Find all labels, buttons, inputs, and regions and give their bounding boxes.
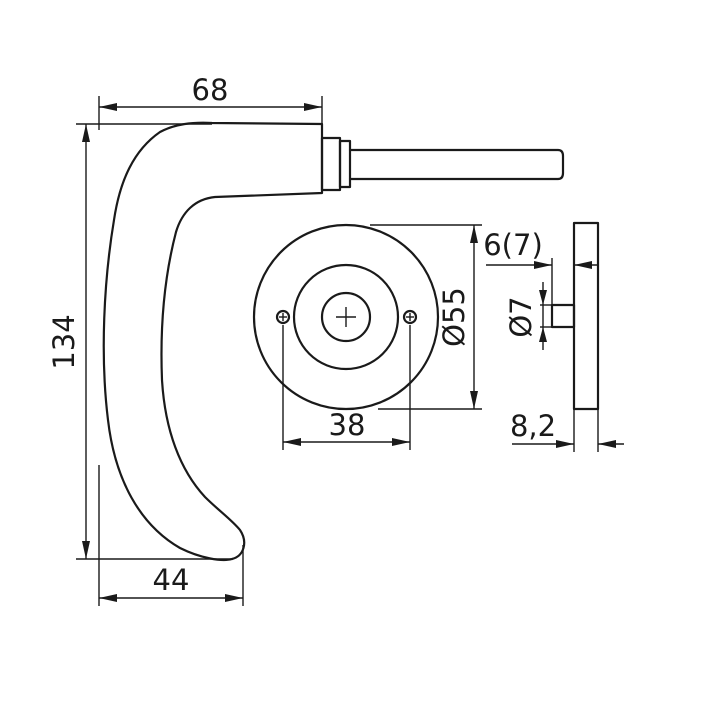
dimension-38: 38 [282,325,411,450]
arrowhead [470,391,478,409]
arrowhead [225,594,243,602]
arrowhead [574,261,592,269]
dim-label-38: 38 [329,408,366,442]
dim-label-diameter-7: Ø7 [504,296,538,337]
dim-label-8-2: 8,2 [510,409,556,443]
dimension-diameter-55: Ø55 [370,224,482,410]
rosette-outer-circle [252,223,440,411]
neck-collar [320,136,342,192]
spindle-stub [550,303,576,329]
dimension-44: 44 [98,465,244,606]
arrowhead [470,225,478,243]
dim-label-134: 134 [47,314,81,369]
arrowhead [82,541,90,559]
arrowhead [392,438,410,446]
dimension-68: 68 [98,73,323,130]
arrowhead [304,103,322,111]
dimension-8-2: 8,2 [510,409,624,452]
lever-body-outline [102,121,324,562]
rosette-side-view [550,221,600,411]
screw-hole-right [402,309,418,325]
arrowhead [539,327,547,342]
rosette-front-view [252,223,440,411]
arrowhead [539,290,547,305]
dim-label-diameter-55: Ø55 [437,287,471,347]
arrowhead [99,594,117,602]
lever-handle [102,121,565,562]
dimension-6-7: 6(7) [483,228,598,305]
arrowhead [556,440,574,448]
neck-ring [338,139,352,189]
rosette-inner-ring [292,263,400,371]
dim-label-68: 68 [192,73,229,107]
dimension-diameter-7: Ø7 [504,282,552,350]
arrowhead [99,103,117,111]
rosette-side-plate [572,221,600,411]
arrowhead [598,440,616,448]
dim-label-6-7: 6(7) [483,228,543,262]
spindle [348,148,565,181]
spindle-bore [320,291,372,343]
arrowhead [283,438,301,446]
screw-hole-left [275,309,291,325]
dimension-134: 134 [47,123,232,560]
dim-label-44: 44 [153,563,190,597]
arrowhead [534,261,552,269]
arrowhead [82,124,90,142]
